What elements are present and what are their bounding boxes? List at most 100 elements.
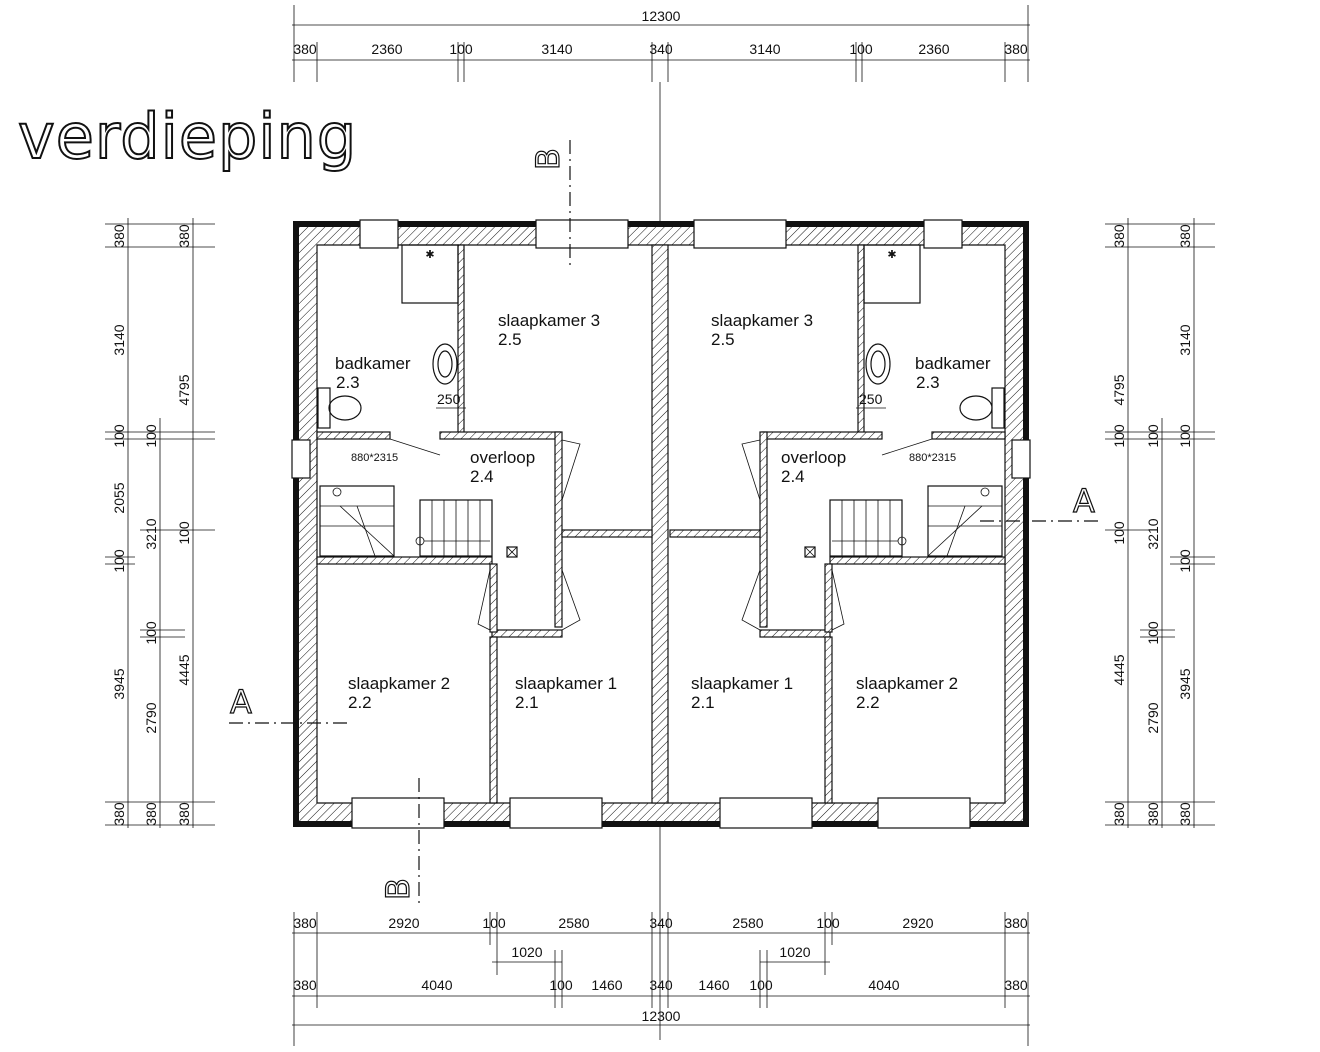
dim-label: 4445 xyxy=(176,654,192,685)
room-number: 2.2 xyxy=(348,693,372,712)
dim-label: 100 xyxy=(816,915,840,931)
dim-label: 380 xyxy=(176,802,192,826)
dim-label: 2580 xyxy=(558,915,589,931)
toilet xyxy=(328,395,362,421)
room-number: 2.3 xyxy=(336,373,360,392)
dim-label: 100 xyxy=(143,621,159,645)
bottom-dimension-lines xyxy=(292,912,1030,1046)
room-number: 2.1 xyxy=(515,693,539,712)
dim-label: 100 xyxy=(849,41,873,57)
fixtures: ✱ ✱ xyxy=(317,244,1005,631)
left-dims: 380 3140 100 2055 100 3945 380 100 3210 … xyxy=(111,224,192,826)
room-name: overloop xyxy=(470,448,535,467)
svg-text:✱: ✱ xyxy=(887,249,896,261)
dim-label: 3140 xyxy=(541,41,572,57)
dim-label: 340 xyxy=(649,41,673,57)
dim-label: 2920 xyxy=(388,915,419,931)
room-number: 2.5 xyxy=(498,330,522,349)
dim-label: 3140 xyxy=(1177,324,1193,355)
room-name: badkamer xyxy=(335,354,411,373)
dim-label: 100 xyxy=(1111,521,1127,545)
dim-label: 380 xyxy=(293,915,317,931)
dim-label: 340 xyxy=(649,977,673,993)
toilet xyxy=(959,395,993,421)
dim-label: 380 xyxy=(293,977,317,993)
dim-label: 4795 xyxy=(1111,374,1127,405)
dim-label: 1020 xyxy=(779,944,810,960)
room-number: 2.4 xyxy=(470,467,494,486)
interior-walls xyxy=(316,244,1006,804)
dim-label: 250 xyxy=(437,391,461,407)
dim-label: 3210 xyxy=(143,518,159,549)
section-mark-b: B xyxy=(379,878,417,900)
dim-label: 100 xyxy=(111,549,127,573)
top-segment-dims: 380 2360 100 3140 340 3140 100 2360 380 xyxy=(293,41,1028,57)
window xyxy=(719,797,813,829)
outer-walls xyxy=(293,221,1029,827)
dim-label: 2920 xyxy=(902,915,933,931)
stair xyxy=(319,485,395,557)
right-dims: 380 4795 100 100 4445 380 100 3210 100 2… xyxy=(1111,224,1193,826)
page-title: verdieping xyxy=(17,99,358,174)
dim-label: 3945 xyxy=(1177,668,1193,699)
dim-label: 380 xyxy=(143,802,159,826)
dim-label: 380 xyxy=(1004,977,1028,993)
bottom-total-dim: 12300 xyxy=(642,1008,681,1024)
dim-label: 100 xyxy=(749,977,773,993)
dim-label: 380 xyxy=(1145,802,1161,826)
dim-label: 100 xyxy=(1177,549,1193,573)
room-name: badkamer xyxy=(915,354,991,373)
room-name: slaapkamer 3 xyxy=(498,311,600,330)
room-name: slaapkamer 3 xyxy=(711,311,813,330)
dim-label: 380 xyxy=(1004,915,1028,931)
room-name: overloop xyxy=(781,448,846,467)
room-number: 2.2 xyxy=(856,693,880,712)
dim-label: 3210 xyxy=(1145,518,1161,549)
window xyxy=(1011,439,1031,479)
room-name: slaapkamer 2 xyxy=(856,674,958,693)
shower xyxy=(401,244,459,304)
dim-label: 3140 xyxy=(111,324,127,355)
window xyxy=(535,219,629,249)
dim-label: 380 xyxy=(293,41,317,57)
dim-label: 100 xyxy=(549,977,573,993)
dim-label: 3140 xyxy=(749,41,780,57)
svg-text:✱: ✱ xyxy=(425,249,434,261)
dim-label: 100 xyxy=(482,915,506,931)
bottom-dims: 380 2920 100 2580 340 2580 100 2920 380 … xyxy=(293,915,1028,1024)
dim-label: 4040 xyxy=(421,977,452,993)
dim-label: 380 xyxy=(1177,802,1193,826)
dim-label: 2790 xyxy=(143,702,159,733)
room-name: slaapkamer 1 xyxy=(515,674,617,693)
left-dimension-lines xyxy=(105,218,215,828)
dim-label: 380 xyxy=(1111,802,1127,826)
dim-label: 100 xyxy=(1145,621,1161,645)
hatch-size-note: 880*2315 xyxy=(909,452,956,464)
section-lines xyxy=(229,140,1102,905)
window xyxy=(693,219,787,249)
dim-label: 380 xyxy=(111,802,127,826)
window xyxy=(291,439,311,479)
dim-label: 1460 xyxy=(698,977,729,993)
room-number: 2.3 xyxy=(916,373,940,392)
dim-label: 4445 xyxy=(1111,654,1127,685)
dim-label: 380 xyxy=(1177,224,1193,248)
window xyxy=(509,797,603,829)
dim-label: 380 xyxy=(1111,224,1127,248)
window xyxy=(877,797,971,829)
dim-label: 100 xyxy=(176,521,192,545)
shaft xyxy=(506,546,518,558)
right-dimension-lines xyxy=(1105,218,1215,828)
sink xyxy=(865,343,891,385)
dim-label: 4040 xyxy=(868,977,899,993)
dim-label: 340 xyxy=(649,915,673,931)
dim-label: 1020 xyxy=(511,944,542,960)
dim-label: 100 xyxy=(1111,424,1127,448)
top-total-dim: 12300 xyxy=(642,8,681,24)
dim-label: 100 xyxy=(1177,424,1193,448)
shaft xyxy=(804,546,816,558)
stair xyxy=(927,485,1003,557)
dim-label: 2790 xyxy=(1145,702,1161,733)
room-name: slaapkamer 2 xyxy=(348,674,450,693)
